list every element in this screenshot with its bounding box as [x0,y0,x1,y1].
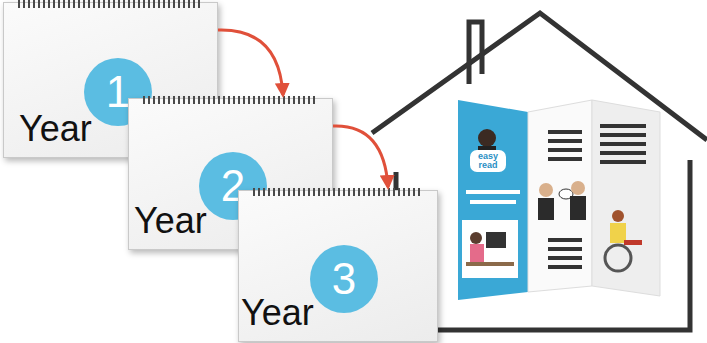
person-photo [470,232,482,244]
person-photo [612,210,624,222]
text-line [600,142,646,146]
text-line [548,247,582,251]
person-photo [470,244,484,262]
person-photo [478,129,496,147]
person-photo [539,183,553,197]
person-photo [538,198,554,220]
leaflet-panel [458,100,528,300]
person-photo [571,181,585,195]
person-photo [570,196,586,220]
text-line [600,160,646,164]
year-label: Year [241,295,314,331]
text-line [600,133,646,137]
year-number: 1 [106,70,130,114]
logo-label: easy read [470,150,506,172]
calendar-page: Year 3 [238,190,438,342]
text-line [548,256,582,260]
text-line [548,157,582,161]
wheelchair-photo [605,245,631,271]
person-photo [610,223,626,243]
text-line [548,130,582,134]
text-lines [548,124,646,269]
text-line [548,148,582,152]
curved-arrow [333,126,388,187]
photo-frame [462,220,518,278]
person-photo [624,240,642,245]
leaflet-panel [528,100,592,292]
leaflet-panel [592,100,660,296]
text-line [600,124,646,128]
computer-photo [486,232,506,248]
text-line [466,190,520,194]
number-circle: 3 [310,245,378,313]
text-line [600,151,646,155]
text-line [548,139,582,143]
text-line [548,238,582,242]
year-label: Year [19,111,92,147]
curved-arrow [218,30,283,95]
desk-photo [466,262,514,266]
text-line [548,265,582,269]
leaflet-illustration [458,100,660,300]
chimney-line [469,22,482,84]
year-label: Year [134,203,207,239]
year-number: 3 [332,257,356,301]
text-line [470,200,516,204]
